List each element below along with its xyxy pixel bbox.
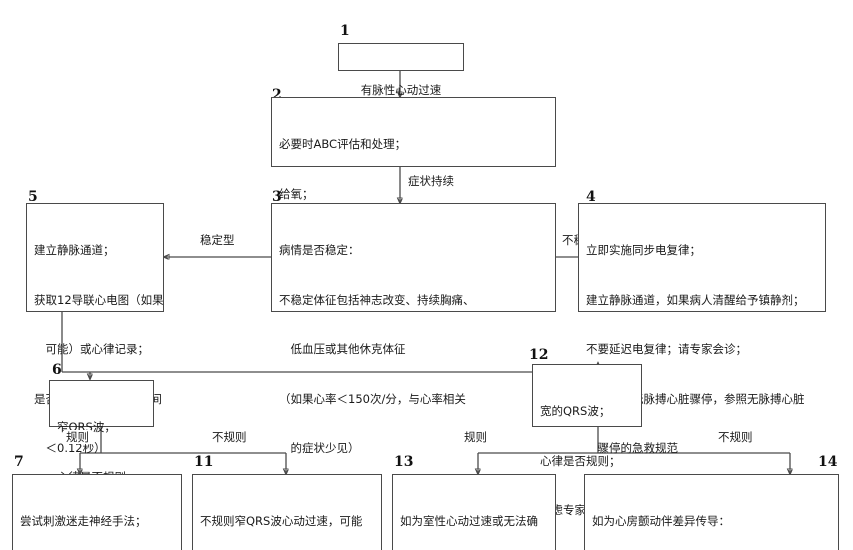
box-3-line-2: 不稳定体征包括神志改变、持续胸痛、	[279, 292, 475, 307]
box-3-stability-check[interactable]: 病情是否稳定： 不稳定体征包括神志改变、持续胸痛、 低血压或其他休克体征 （如果…	[271, 203, 556, 455]
box-number-5: 5	[28, 189, 38, 205]
box-11-irregular-narrow-qrs[interactable]: 不规则窄QRS波心动过速，可能 是心房颤动或心房扑动或多源 性房性心动过速（MA…	[192, 474, 382, 550]
box-7-line-1: 尝试刺激迷走神经手法；	[20, 514, 147, 528]
edge-label-stable: 稳定型	[198, 233, 237, 247]
box-12-line-1: 宽的QRS波；	[540, 404, 611, 418]
box-14-atrial-fibrillation-aberrancy[interactable]: 如为心房颤动伴差异传导： 参照不规则窄QRS波心动过速（方框11） 如为预激伴心…	[584, 474, 839, 550]
box-number-2: 2	[272, 87, 282, 103]
box-number-7: 7	[14, 454, 24, 470]
box-3-line-1: 病情是否稳定：	[279, 243, 360, 257]
box-5-line-1: 建立静脉通道；	[34, 243, 115, 257]
box-number-12: 12	[529, 347, 549, 363]
edge-label-narrow-regular: 规则	[64, 430, 91, 444]
box-3-line-5: 的症状少见）	[279, 441, 360, 455]
box-1-pulsed-tachycardia[interactable]: 有脉性心动过速	[338, 43, 464, 97]
edge-label-wide-regular: 规则	[462, 430, 489, 444]
box-number-13: 13	[394, 454, 414, 470]
box-4-synchronized-cardioversion[interactable]: 立即实施同步电复律； 建立静脉通道，如果病人清醒给予镇静剂； 不要延迟电复律；请…	[578, 203, 826, 455]
box-1-line-1: 有脉性心动过速	[360, 83, 442, 97]
box-5-line-2: 获取12导联心电图（如果	[34, 292, 164, 307]
box-6-narrow-qrs[interactable]: 窄QRS波， 心律是否规则	[49, 380, 154, 484]
edge-label-narrow-irregular: 不规则	[210, 430, 249, 444]
box-13-line-1: 如为室性心动过速或无法确	[400, 514, 538, 528]
box-4-line-5: 骤停的急救规范	[586, 441, 678, 455]
box-3-line-4: （如果心率＜150次/分，与心率相关	[279, 391, 466, 406]
box-number-11: 11	[194, 454, 214, 470]
box-number-4: 4	[586, 189, 596, 205]
box-4-line-1: 立即实施同步电复律；	[586, 243, 701, 257]
box-5-iv-access-ecg[interactable]: 建立静脉通道； 获取12导联心电图（如果 可能）或心律记录； 是否是窄的QRS波…	[26, 203, 164, 455]
box-11-line-1: 不规则窄QRS波心动过速，可能	[200, 514, 363, 528]
box-7-vagal-adenosine[interactable]: 尝试刺激迷走神经手法； 给予腺苷6 mg，快速静脉推注； 如不能转复，给予12 …	[12, 474, 182, 550]
box-4-line-2: 建立静脉通道，如果病人清醒给予镇静剂；	[586, 292, 805, 307]
box-2-initial-assessment[interactable]: 必要时ABC评估和处理； 给氧； 检测心电图（识别心律）、血压、血氧饱和度； 寻…	[271, 97, 556, 300]
box-5-line-3: 可能）或心律记录；	[34, 342, 149, 356]
box-4-line-3: 不要延迟电复律；请专家会诊；	[586, 342, 747, 356]
box-12-wide-qrs[interactable]: 宽的QRS波； 心律是否规则； 考虑专家会诊	[532, 364, 642, 517]
edge-label-wide-irregular: 不规则	[716, 430, 755, 444]
box-number-14: 14	[818, 454, 838, 470]
box-2-line-1: 必要时ABC评估和处理；	[279, 137, 407, 151]
box-2-line-2: 给氧；	[279, 186, 314, 201]
box-14-line-1: 如为心房颤动伴差异传导：	[592, 514, 730, 528]
box-3-line-3: 低血压或其他休克体征	[279, 342, 406, 356]
box-12-line-2: 心律是否规则；	[540, 453, 621, 468]
box-number-3: 3	[272, 189, 282, 205]
box-number-1: 1	[340, 23, 350, 39]
box-number-6: 6	[52, 362, 62, 378]
box-13-ventricular-tachycardia[interactable]: 如为室性心动过速或无法确 诊的心律： 胺碘酮150 mg，静脉注射， 注射时间＞…	[392, 474, 556, 550]
box-5-line-5: ＜0.12秒）	[34, 441, 106, 455]
edge-label-symptoms-persist: 症状持续	[406, 174, 456, 188]
